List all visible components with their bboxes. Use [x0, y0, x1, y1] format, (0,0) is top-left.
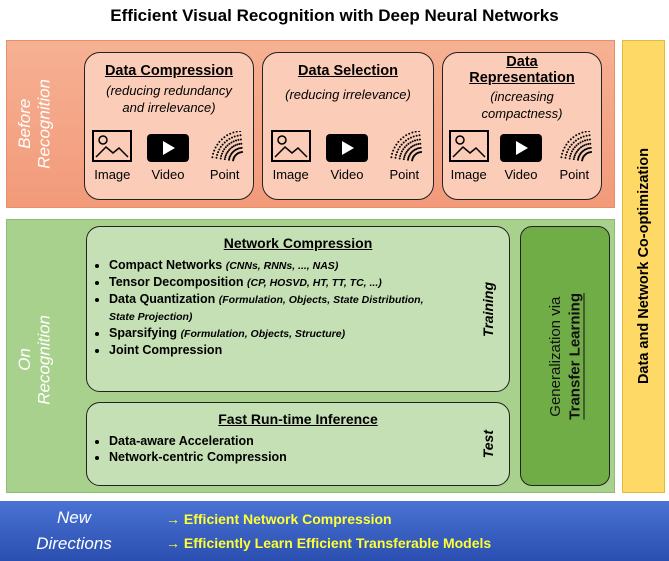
transfer-line1: Generalization via	[546, 295, 564, 417]
list-item: Data-aware Acceleration	[109, 433, 509, 449]
item-note: (CP, HOSVD, HT, TT, TC, ...)	[247, 277, 382, 289]
list-item: Compact Networks (CNNs, RNNs, ..., NAS)	[109, 257, 439, 274]
image-icon	[448, 129, 489, 162]
point-cloud-icon	[560, 130, 593, 162]
video-icon	[325, 134, 368, 162]
list-item: Sparsifying (Formulation, Objects, Struc…	[109, 325, 439, 342]
fast-inference-title: Fast Run-time Inference	[218, 411, 378, 427]
video-icon	[146, 134, 189, 162]
video-item: Video	[499, 133, 543, 182]
co-optimization-label: Data and Network Co-optimization	[635, 148, 652, 385]
training-tag-wrap: Training	[470, 226, 506, 392]
on-label-line1: On	[15, 348, 35, 372]
point-label: Point	[209, 167, 240, 182]
list-item: Network-centric Compression	[109, 449, 509, 465]
data-compression-title: Data Compression	[104, 63, 234, 79]
co-optimization-column: Data and Network Co-optimization	[622, 40, 665, 493]
point-label: Point	[389, 167, 420, 182]
item-note: (CNNs, RNNs, ..., NAS)	[225, 260, 339, 272]
directions-label-line2: Directions	[36, 534, 112, 553]
data-compression-box: Data Compression (reducing redundancy an…	[84, 52, 254, 200]
image-label: Image	[450, 166, 487, 182]
image-item: Image	[270, 129, 312, 182]
new-directions-label: New Directions	[14, 505, 134, 557]
list-item: Joint Compression	[109, 342, 439, 358]
video-icon	[499, 133, 542, 162]
transfer-line2: Transfer Learning	[566, 292, 583, 420]
point-cloud-icon	[390, 131, 423, 162]
list-item: Data Quantization (Formulation, Objects,…	[109, 291, 439, 325]
video-label: Video	[330, 167, 364, 182]
direction-item: → Efficient Network Compression	[166, 511, 392, 527]
image-label: Image	[94, 167, 131, 182]
item-note: (Formulation, Objects, Structure)	[180, 328, 346, 340]
item-main: Data-aware Acceleration	[109, 434, 254, 448]
point-label: Point	[559, 166, 590, 182]
item-main: Network-centric Compression	[109, 450, 287, 464]
data-representation-title: Data Representation	[469, 54, 575, 86]
before-label-line1: Before	[15, 98, 35, 150]
video-item: Video	[146, 133, 190, 182]
fast-inference-list: Data-aware Acceleration Network-centric …	[87, 433, 509, 465]
video-item: Video	[325, 133, 369, 182]
image-icon	[92, 130, 133, 162]
directions-label-line1: New	[56, 508, 91, 527]
point-item: Point	[203, 131, 247, 182]
data-selection-title: Data Selection	[298, 63, 398, 79]
network-compression-box: Network Compression Compact Networks (CN…	[86, 226, 510, 392]
image-item: Image	[448, 129, 490, 182]
network-compression-title: Network Compression	[223, 235, 373, 251]
data-selection-box: Data Selection (reducing irrelevance) Im…	[262, 52, 434, 200]
data-representation-box: Data Representation (increasing compactn…	[442, 52, 602, 200]
before-label-line2: Recognition	[35, 79, 54, 169]
data-compression-subtitle: (reducing redundancy and irrelevance)	[106, 83, 232, 115]
training-tag: Training	[480, 281, 496, 337]
point-cloud-icon	[211, 131, 243, 162]
fast-inference-box: Fast Run-time Inference Data-aware Accel…	[86, 402, 510, 486]
item-main: Joint Compression	[109, 343, 223, 357]
image-icon	[270, 130, 311, 162]
item-main: Sparsifying	[109, 326, 178, 340]
network-compression-list: Compact Networks (CNNs, RNNs, ..., NAS) …	[87, 257, 439, 358]
video-label: Video	[151, 167, 185, 182]
test-tag: Test	[480, 429, 496, 459]
data-selection-subtitle: (reducing irrelevance)	[285, 87, 411, 102]
on-label-line2: Recognition	[35, 315, 54, 405]
item-main: Data Quantization	[109, 292, 216, 306]
image-item: Image	[91, 129, 133, 182]
item-main: Compact Networks	[109, 258, 223, 272]
new-directions-list: → Efficient Network Compression → Effici…	[166, 507, 646, 555]
direction-item: → Efficiently Learn Efficient Transferab…	[166, 535, 492, 551]
data-representation-subtitle: (increasing compactness)	[481, 88, 563, 121]
image-label: Image	[272, 167, 309, 182]
list-item: Tensor Decomposition (CP, HOSVD, HT, TT,…	[109, 274, 439, 291]
video-label: Video	[504, 166, 538, 182]
item-note: (Formulation, Objects, State Distributio…	[109, 294, 424, 323]
item-main: Tensor Decomposition	[109, 275, 244, 289]
page-title: Efficient Visual Recognition with Deep N…	[110, 6, 559, 25]
test-tag-wrap: Test	[470, 402, 506, 486]
new-directions-band	[0, 501, 669, 561]
point-item: Point	[382, 131, 426, 182]
point-item: Point	[552, 130, 596, 182]
